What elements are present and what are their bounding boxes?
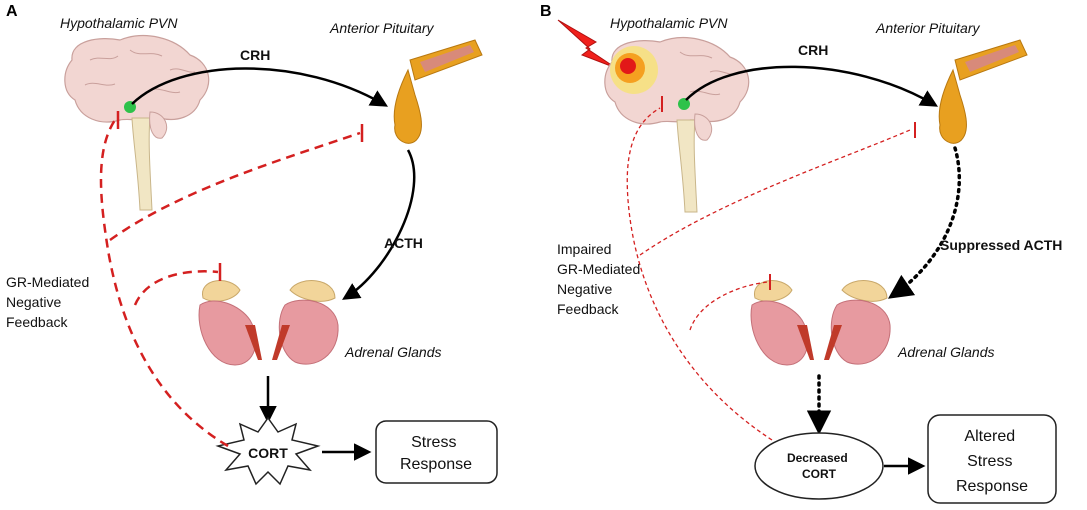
adrenal-glands-icon-b	[750, 280, 891, 366]
adrenal-glands-icon-a	[198, 280, 339, 366]
acth-label-a: ACTH	[384, 235, 423, 251]
injury-marker	[610, 46, 658, 94]
pituitary-label-b: Anterior Pituitary	[875, 20, 980, 36]
acth-label-b: Suppressed ACTH	[940, 237, 1062, 253]
crh-label-a: CRH	[240, 47, 270, 63]
panel-a-letter: A	[6, 3, 18, 20]
altered-stress-response-box	[927, 414, 1057, 504]
adrenal-label-b: Adrenal Glands	[897, 344, 995, 360]
hypothalamus-label-a: Hypothalamic PVN	[60, 15, 178, 31]
pituitary-label-a: Anterior Pituitary	[329, 20, 434, 36]
feedback-label-a: GR-Mediated Negative Feedback	[6, 274, 93, 330]
adrenal-label-a: Adrenal Glands	[344, 344, 442, 360]
decreased-cort-ellipse	[754, 432, 884, 500]
stress-response-box-a	[375, 420, 498, 484]
pituitary-icon-b	[938, 39, 1028, 144]
pituitary-icon-a	[393, 39, 483, 144]
stress-response-label-a: Stress Response	[400, 434, 472, 473]
feedback-bars-a	[116, 111, 364, 281]
panel-b: B Hypothalamic PVN Anterior Pituitary CR…	[540, 3, 1062, 504]
panel-a: A Hypothalamic PVN Anterior Pituitary CR…	[6, 3, 498, 486]
acth-arrow-b	[887, 146, 962, 299]
crh-label-b: CRH	[798, 42, 828, 58]
feedback-lines-b	[626, 107, 911, 441]
pvn-marker-b	[678, 98, 690, 110]
cort-burst-a	[215, 416, 321, 486]
altered-stress-response-label: Altered Stress Response	[956, 428, 1028, 495]
feedback-bars-b	[661, 96, 916, 290]
brain-icon-a	[64, 35, 210, 211]
hypothalamus-label-b: Hypothalamic PVN	[610, 15, 728, 31]
lightning-bolt-icon	[557, 19, 617, 69]
decreased-cort-label: Decreased CORT	[787, 451, 851, 481]
panel-b-letter: B	[540, 3, 552, 20]
feedback-label-b: Impaired GR-Mediated Negative Feedback	[557, 241, 644, 317]
crh-arrow-a	[131, 67, 389, 107]
crh-arrow-b	[685, 65, 939, 107]
acth-arrow-a	[342, 149, 416, 300]
feedback-lines-a	[99, 119, 361, 448]
cort-label-a: CORT	[248, 445, 288, 461]
